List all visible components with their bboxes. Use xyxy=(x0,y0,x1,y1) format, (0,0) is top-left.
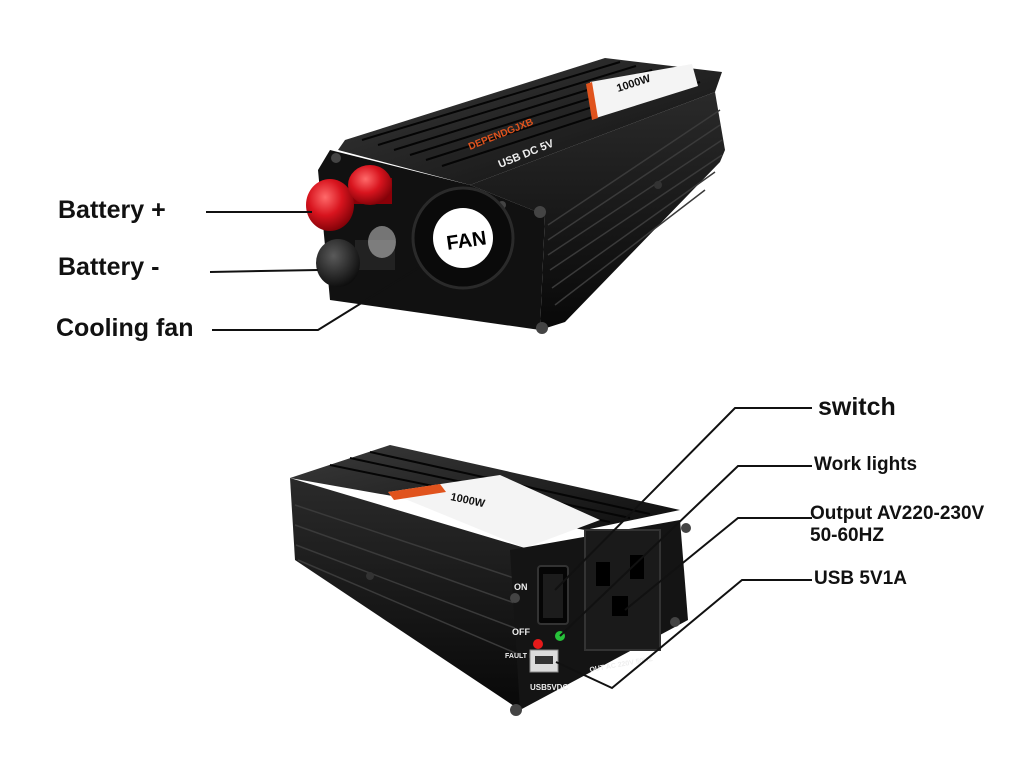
leader-battery-minus xyxy=(209,269,319,273)
screw xyxy=(670,617,680,627)
power-switch: ON OFF xyxy=(512,565,569,637)
leader-usb xyxy=(555,579,812,690)
power-label-sticker xyxy=(590,64,698,118)
battery-negative-terminal xyxy=(316,226,396,287)
inverter-side-panel xyxy=(470,92,725,330)
leader-work-lights xyxy=(559,465,812,637)
callout-battery-minus: Battery - xyxy=(58,253,160,281)
callout-output-line2: 50-60HZ xyxy=(810,524,884,546)
rear-label-orange xyxy=(388,484,446,500)
callout-switch: switch xyxy=(818,393,896,421)
screw xyxy=(534,206,546,218)
rear-side-panel xyxy=(290,478,525,710)
callout-work-lights: Work lights xyxy=(814,454,918,475)
inverter-rear-view: 1000W ON OFF FAULT POWER USB5VDC xyxy=(290,445,691,716)
cooling-fan: FAN xyxy=(411,186,515,290)
battery-positive-terminal xyxy=(306,165,392,231)
callout-output-line1: Output AV220-230V xyxy=(810,503,985,524)
leader-switch xyxy=(554,407,812,591)
screw xyxy=(331,153,341,163)
switch-off-label: OFF xyxy=(512,627,530,637)
leader-lines xyxy=(206,211,812,690)
label-orange-stripe xyxy=(586,82,598,120)
usb-port: USB5VDC xyxy=(529,649,568,692)
callout-usb: USB 5V1A xyxy=(814,568,907,589)
side-fins xyxy=(547,109,723,306)
screw xyxy=(510,593,520,603)
rear-label-sticker xyxy=(388,475,600,548)
screw xyxy=(654,181,662,189)
screw xyxy=(681,523,691,533)
inverter-top-view: 1000W DEPENDGJXB USB DC 5V FAN xyxy=(306,58,725,334)
cooling-fins-top xyxy=(361,61,701,167)
fault-led xyxy=(533,639,543,649)
usb-port-label: USB5VDC xyxy=(530,683,568,692)
callout-battery-plus: Battery + xyxy=(58,196,166,224)
leader-output xyxy=(624,517,812,611)
screw xyxy=(366,572,374,580)
callout-cooling-fan: Cooling fan xyxy=(56,314,194,342)
leader-cooling-fan xyxy=(212,267,419,331)
screw xyxy=(510,704,522,716)
screw xyxy=(536,322,548,334)
rear-side-fins xyxy=(294,504,521,656)
callout-output: Output AV220-230V 50-60HZ xyxy=(810,503,984,547)
switch-on-label: ON xyxy=(514,582,528,592)
